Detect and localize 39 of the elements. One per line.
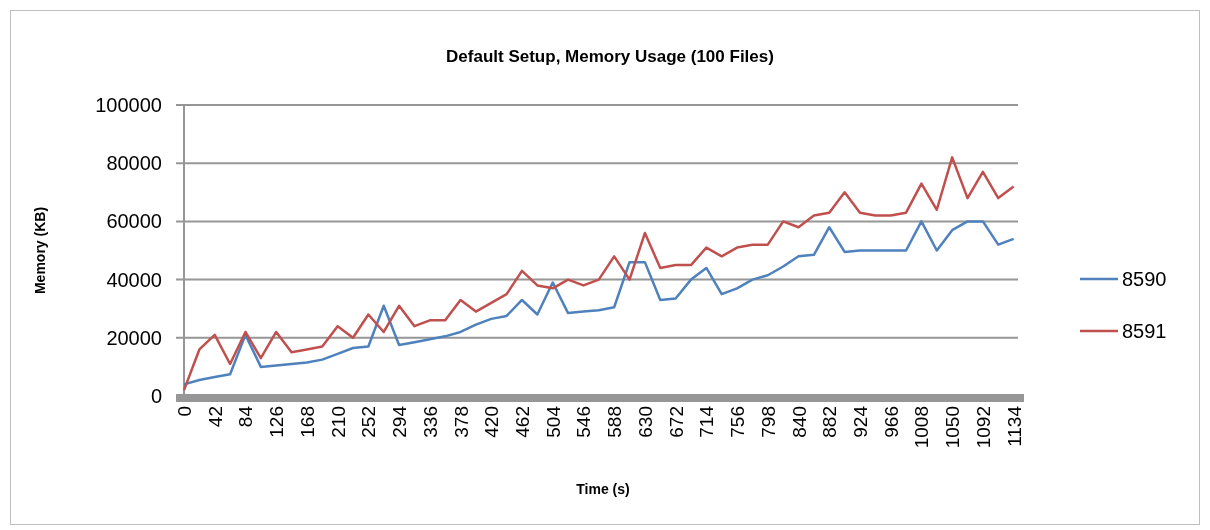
x-tick-label: 756 (727, 406, 749, 438)
x-tick-label: 252 (358, 406, 380, 438)
x-tick-label: 0 (174, 406, 195, 417)
x-tick-label: 588 (604, 406, 626, 438)
legend-label: 8591 (1122, 320, 1167, 342)
x-tick-label: 336 (419, 406, 441, 438)
x-tick-label: 420 (481, 406, 503, 438)
x-tick-label: 378 (450, 406, 472, 438)
x-tick-label: 42 (204, 406, 226, 428)
y-tick-label: 60000 (106, 210, 162, 233)
x-tick-label: 1008 (911, 406, 933, 449)
x-tick-label: 672 (665, 406, 687, 438)
chart-title: Default Setup, Memory Usage (100 Files) (446, 47, 774, 66)
y-axis-title: Memory (KB) (32, 206, 48, 295)
x-tick-label: 882 (819, 406, 841, 438)
x-tick-label: 294 (389, 406, 411, 438)
x-tick-label: 798 (757, 406, 779, 438)
x-tick-label: 714 (696, 406, 718, 438)
x-tick-label: 630 (634, 406, 656, 438)
x-tick-label: 840 (788, 406, 810, 438)
x-tick-label: 546 (573, 406, 595, 438)
x-tick-label: 1050 (942, 406, 964, 449)
y-tick-label: 100000 (95, 94, 162, 116)
x-tick-label: 1134 (1003, 406, 1025, 447)
x-tick-label: 84 (235, 406, 257, 428)
y-tick-label: 20000 (106, 326, 162, 349)
x-tick-label: 1092 (972, 406, 994, 449)
x-tick-label: 462 (512, 406, 533, 438)
y-tick-label: 0 (150, 385, 162, 407)
x-tick-label: 966 (880, 406, 902, 438)
y-tick-label: 80000 (106, 152, 162, 175)
x-tick-label: 126 (266, 406, 288, 438)
y-tick-label: 40000 (106, 268, 162, 291)
x-axis-title: Time (s) (576, 481, 630, 497)
x-tick-label: 168 (296, 406, 318, 438)
x-tick-label: 924 (850, 406, 871, 438)
x-tick-label: 210 (327, 406, 349, 438)
x-tick-label: 504 (542, 406, 564, 438)
legend-label: 8590 (1122, 268, 1167, 290)
